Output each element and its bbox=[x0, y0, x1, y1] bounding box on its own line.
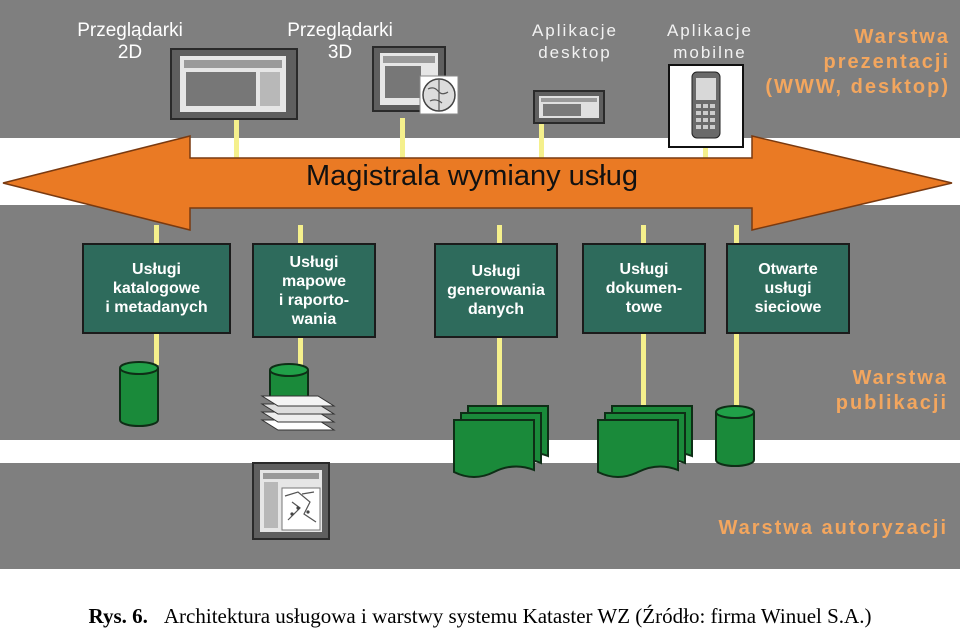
figure-caption-text: Architektura usługowa i warstwy systemu … bbox=[163, 604, 872, 628]
presentation-layer-label: Warstwa prezentacji (WWW, desktop) bbox=[765, 26, 950, 98]
service-box-map: Usługi mapowe i raporto- wania bbox=[252, 243, 376, 338]
service-box-catalog: Usługi katalogowe i metadanych bbox=[82, 243, 231, 334]
authorization-layer-label: Warstwa autoryzacji bbox=[718, 517, 948, 539]
database-icon bbox=[715, 405, 755, 467]
service-box-documents: Usługi dokumen- towe bbox=[582, 243, 706, 334]
figure-caption: Rys. 6. Architektura usługowa i warstwy s… bbox=[0, 604, 960, 629]
connector-line bbox=[703, 146, 708, 160]
monitor-globe-icon bbox=[372, 46, 459, 115]
connector-line bbox=[400, 118, 405, 160]
presentation-layer-band bbox=[0, 0, 960, 138]
service-box-data-generation: Usługi generowania danych bbox=[434, 243, 558, 338]
mobile-phone-icon bbox=[668, 64, 744, 148]
publication-layer-label: Warstwa publikacji bbox=[835, 367, 948, 414]
database-layers-icon bbox=[260, 363, 336, 431]
client-label-desktop-apps: Aplikacje desktop bbox=[531, 21, 619, 62]
documents-stack-icon bbox=[597, 405, 693, 478]
connector-line bbox=[234, 118, 239, 160]
client-label-mobile-apps: Aplikacje mobilne bbox=[666, 21, 754, 62]
client-label-browsers-2d: Przeglądarki 2D bbox=[77, 20, 183, 63]
service-bus-arrow bbox=[2, 135, 953, 231]
figure-number: Rys. 6. bbox=[88, 604, 148, 628]
desktop-window-icon bbox=[533, 90, 605, 124]
service-box-open-network: Otwarte usługi sieciowe bbox=[726, 243, 850, 334]
documents-stack-icon bbox=[453, 405, 549, 478]
authorization-layer-band bbox=[0, 463, 960, 569]
database-icon bbox=[119, 361, 159, 427]
map-monitor-icon bbox=[252, 462, 330, 540]
client-label-browsers-3d: Przeglądarki 3D bbox=[287, 20, 393, 63]
connector-line bbox=[539, 118, 544, 160]
monitor-icon bbox=[170, 48, 298, 120]
